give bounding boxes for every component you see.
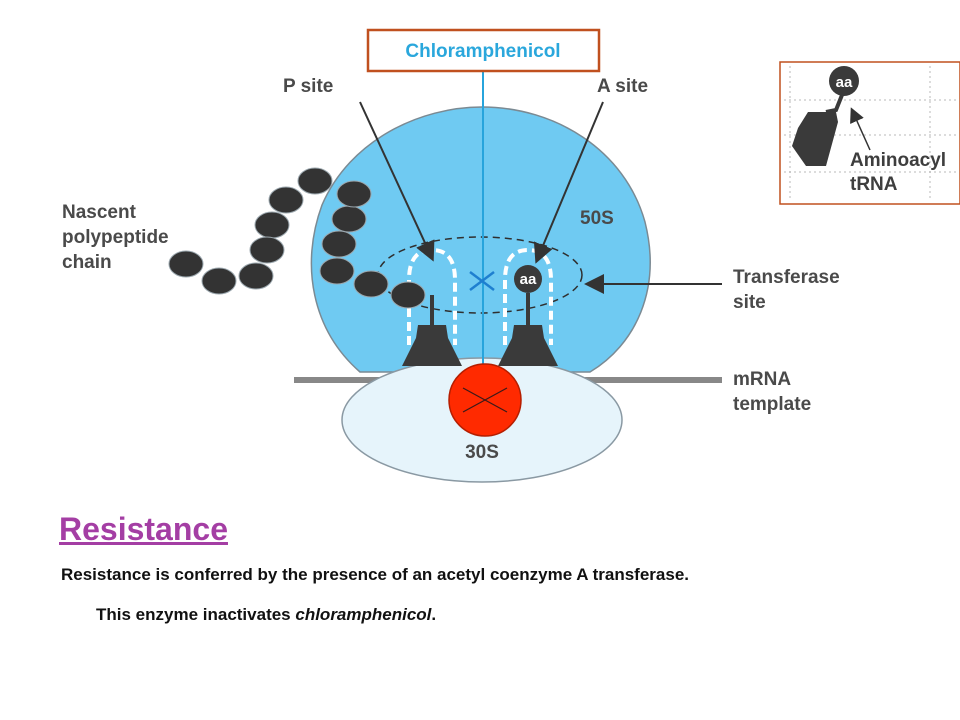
mrna-label-line2: template bbox=[733, 394, 811, 415]
enzyme-description-drug: chloramphenicol bbox=[295, 605, 432, 624]
nascent-label-line3: chain bbox=[62, 252, 112, 273]
block-cross-icon bbox=[469, 271, 495, 291]
inset-aa-label: aa bbox=[836, 74, 853, 91]
large-subunit-50s bbox=[310, 106, 651, 373]
p-site-label: P site bbox=[283, 76, 333, 97]
a-site-label: A site bbox=[597, 76, 648, 97]
nascent-label-line2: polypeptide bbox=[62, 227, 169, 248]
nascent-label: Nascent polypeptide chain bbox=[62, 202, 174, 273]
resistance-heading: Resistance bbox=[59, 511, 228, 547]
nascent-label-line1: Nascent bbox=[62, 202, 137, 223]
ribosome-diagram: aa Chloramphenicol P site A site Nascent… bbox=[62, 28, 960, 483]
enzyme-description: This enzyme inactivates chloramphenicol. bbox=[96, 605, 436, 625]
enzyme-description-prefix: This enzyme inactivates bbox=[96, 605, 296, 624]
aa-label: aa bbox=[520, 271, 537, 288]
resistance-description: Resistance is conferred by the presence … bbox=[61, 565, 690, 584]
transferase-label: Transferase site bbox=[733, 267, 845, 313]
mrna-label: mRNA template bbox=[733, 369, 811, 415]
polypeptide-chain bbox=[168, 167, 426, 309]
block-marker-icon bbox=[448, 363, 522, 437]
large-subunit-label: 50S bbox=[580, 208, 614, 229]
a-site-trna bbox=[498, 293, 558, 366]
a-site-pocket bbox=[503, 247, 553, 345]
transferase-label-line1: Transferase bbox=[733, 267, 840, 288]
inset-caption-line1: Aminoacyl bbox=[850, 150, 946, 171]
p-site-pocket bbox=[407, 247, 457, 345]
a-site-arrow bbox=[533, 101, 604, 264]
enzyme-description-suffix: . bbox=[431, 605, 437, 624]
transferase-label-line2: site bbox=[733, 292, 766, 313]
inset-caption: Aminoacyl tRNA bbox=[850, 150, 951, 195]
inset-caption-line2: tRNA bbox=[850, 174, 898, 195]
p-site-arrow bbox=[359, 101, 435, 262]
drug-label: Chloramphenicol bbox=[405, 41, 560, 62]
p-site-trna bbox=[402, 295, 462, 366]
aminoacid-bead bbox=[514, 265, 542, 293]
aminoacyl-trna-inset: aa Aminoacyl tRNA bbox=[779, 61, 960, 205]
mrna-label-line1: mRNA bbox=[733, 369, 791, 390]
drug-label-box bbox=[366, 28, 601, 73]
small-subunit-label: 30S bbox=[465, 442, 499, 463]
